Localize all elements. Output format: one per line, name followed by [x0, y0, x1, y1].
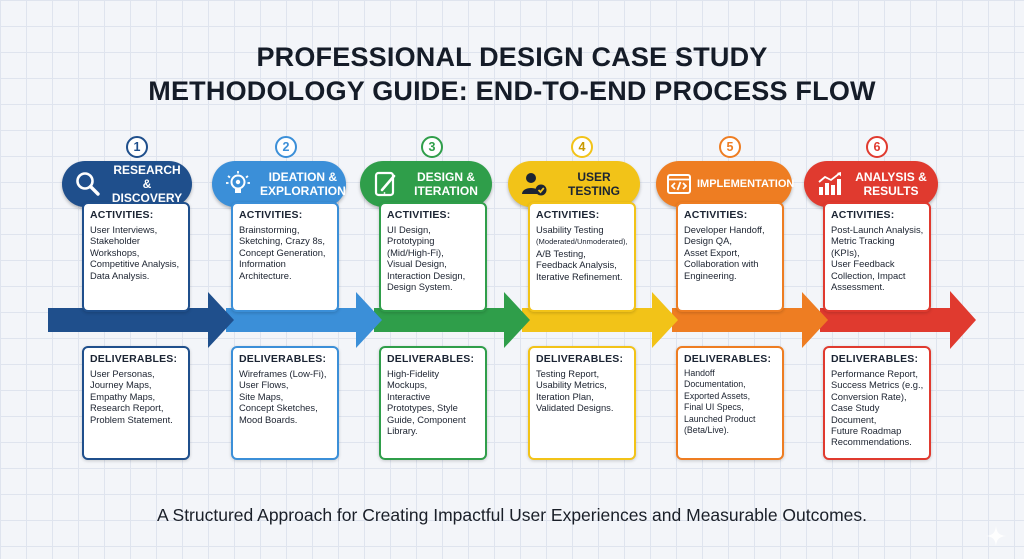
- card-heading: ACTIVITIES:: [90, 209, 154, 221]
- card-heading: DELIVERABLES:: [239, 353, 327, 365]
- step-number-1: 1: [126, 136, 148, 158]
- step-pill-research: RESEARCH & DISCOVERY: [62, 161, 192, 207]
- activities-card-6: ACTIVITIES: Post-Launch Analysis, Metric…: [823, 202, 931, 312]
- step-number-4: 4: [571, 136, 593, 158]
- card-body: Usability Testing (Moderated/Unmoderated)…: [536, 224, 629, 282]
- card-heading: ACTIVITIES:: [536, 209, 600, 221]
- page-subtitle: A Structured Approach for Creating Impac…: [156, 505, 868, 525]
- step-number-3: 3: [421, 136, 443, 158]
- title-line-1: PROFESSIONAL DESIGN CASE STUDY: [256, 42, 768, 72]
- step-pill-ideation: IDEATION & EXPLORATION: [212, 161, 346, 207]
- sparkle-icon: [986, 526, 1006, 546]
- lightbulb-gear-icon: [226, 171, 250, 193]
- activities-card-2: ACTIVITIES: Brainstorming, Sketching, Cr…: [231, 202, 339, 312]
- step-number-5: 5: [719, 136, 741, 158]
- card-heading: DELIVERABLES:: [90, 353, 178, 365]
- card-heading: ACTIVITIES:: [387, 209, 451, 221]
- card-heading: DELIVERABLES:: [831, 353, 919, 365]
- step-label: RESEARCH & DISCOVERY: [111, 163, 183, 205]
- step-label: ANALYSIS & RESULTS: [855, 170, 927, 198]
- card-body: Developer Handoff, Design QA, Asset Expo…: [684, 224, 765, 281]
- card-body: Wireframes (Low-Fi), User Flows, Site Ma…: [239, 368, 327, 425]
- page-title: PROFESSIONAL DESIGN CASE STUDY METHODOLO…: [0, 40, 1024, 108]
- deliverables-card-3: DELIVERABLES: High-Fidelity Mockups, Int…: [379, 346, 487, 460]
- step-number-6: 6: [866, 136, 888, 158]
- activities-card-1: ACTIVITIES: User Interviews, Stakeholder…: [82, 202, 190, 312]
- card-body: Handoff Documentation, Exported Assets, …: [684, 368, 756, 436]
- title-line-2: METHODOLOGY GUIDE: END-TO-END PROCESS FL…: [148, 76, 876, 106]
- card-heading: DELIVERABLES:: [536, 353, 624, 365]
- activities-card-5: ACTIVITIES: Developer Handoff, Design QA…: [676, 202, 784, 312]
- activities-card-4: ACTIVITIES: Usability Testing (Moderated/…: [528, 202, 636, 312]
- step-label: IDEATION & EXPLORATION: [260, 170, 346, 198]
- step-pill-analysis: ANALYSIS & RESULTS: [804, 161, 938, 207]
- card-body: User Personas, Journey Maps, Empathy Map…: [90, 368, 173, 425]
- card-lines: A/B Testing, Feedback Analysis, Iterativ…: [536, 247, 623, 282]
- step-pill-implementation: IMPLEMENTATION: [656, 161, 794, 207]
- step-label: DESIGN & ITERATION: [414, 170, 478, 198]
- card-heading: DELIVERABLES:: [684, 353, 772, 365]
- deliverables-card-1: DELIVERABLES: User Personas, Journey Map…: [82, 346, 190, 460]
- card-heading: ACTIVITIES:: [239, 209, 303, 221]
- card-heading: ACTIVITIES:: [684, 209, 748, 221]
- activities-card-3: ACTIVITIES: UI Design, Prototyping (Mid/…: [379, 202, 487, 312]
- card-body: Testing Report, Usability Metrics, Itera…: [536, 368, 614, 414]
- step-label: IMPLEMENTATION: [697, 178, 795, 190]
- card-body: High-Fidelity Mockups, Interactive Proto…: [387, 368, 466, 437]
- user-check-icon: [522, 173, 547, 196]
- deliverables-card-6: DELIVERABLES: Performance Report, Succes…: [823, 346, 931, 460]
- step-label: USER TESTING: [567, 170, 620, 198]
- step-pill-testing: USER TESTING: [508, 161, 640, 207]
- step-number-2: 2: [275, 136, 297, 158]
- code-window-icon: [667, 174, 691, 194]
- card-body: Post-Launch Analysis, Metric Tracking (K…: [831, 224, 924, 293]
- card-heading: ACTIVITIES:: [831, 209, 895, 221]
- tablet-pen-icon: [374, 171, 396, 197]
- card-body: User Interviews, Stakeholder Workshops, …: [90, 224, 180, 281]
- card-body: UI Design, Prototyping (Mid/High-Fi), Vi…: [387, 224, 466, 293]
- card-line-small: (Moderated/Unmoderated),: [536, 237, 628, 247]
- deliverables-card-4: DELIVERABLES: Testing Report, Usability …: [528, 346, 636, 460]
- deliverables-card-5: DELIVERABLES: Handoff Documentation, Exp…: [676, 346, 784, 460]
- card-line: Usability Testing: [536, 224, 604, 235]
- bar-chart-icon: [818, 172, 841, 195]
- card-heading: DELIVERABLES:: [387, 353, 475, 365]
- step-pill-design: DESIGN & ITERATION: [360, 161, 492, 207]
- magnifier-icon: [76, 172, 100, 196]
- card-body: Performance Report, Success Metrics (e.g…: [831, 368, 924, 448]
- deliverables-card-2: DELIVERABLES: Wireframes (Low-Fi), User …: [231, 346, 339, 460]
- card-body: Brainstorming, Sketching, Crazy 8s, Conc…: [239, 224, 326, 281]
